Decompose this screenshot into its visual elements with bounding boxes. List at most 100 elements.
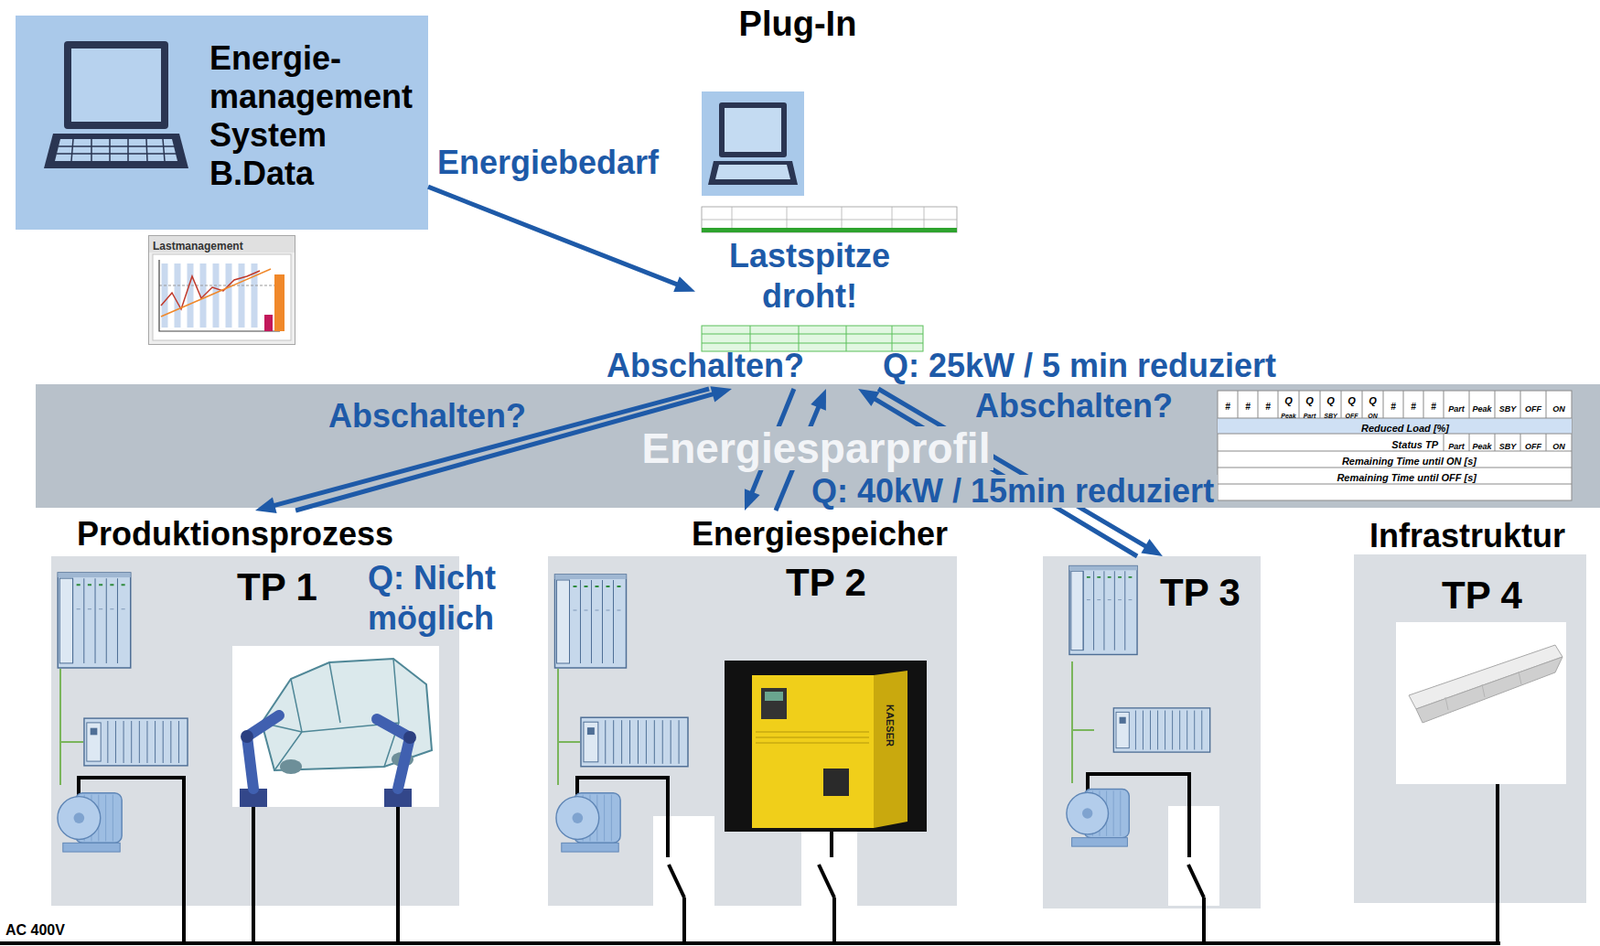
arrow-head: [858, 388, 880, 407]
process-number: TP 4: [1441, 574, 1523, 617]
luminaire-picture: [1395, 622, 1567, 784]
plugin-laptop-icon-part: [701, 91, 805, 196]
table-cell-text: SBY: [1323, 411, 1337, 421]
compressor-picture-part: [761, 687, 787, 720]
robot-cell-picture-part: [232, 645, 440, 807]
table-cell-text: Part: [1448, 440, 1465, 452]
robot-cell-picture-part: [239, 788, 268, 807]
table-cell-text: Peak: [1471, 440, 1492, 452]
technical-process-panel: TP 3: [1042, 556, 1261, 909]
status-table-grid-part: [1217, 418, 1572, 484]
plugin-laptop-icon: [701, 91, 805, 196]
table-cell-text: #: [1390, 400, 1396, 414]
table-cell-text: #: [1224, 400, 1231, 414]
robot-cell-picture-part: [261, 658, 432, 771]
compressor-picture-part: [724, 660, 927, 832]
plugin-laptop-icon-part: [719, 102, 787, 158]
signal-arrow: [744, 388, 795, 511]
robot-cell-picture-part: [279, 759, 302, 774]
load-chart-part: [152, 254, 291, 341]
table-row-text: Remaining Time until ON [s]: [1342, 454, 1477, 469]
chart-box: Lastmanagement: [148, 235, 296, 345]
ems-laptop-icon-part: [64, 41, 169, 129]
load-chart-part: [161, 268, 271, 317]
compressor-picture-part: [751, 675, 874, 828]
arrow-line: [295, 393, 715, 511]
signal-arrow: [295, 386, 732, 511]
band-title: Energiesparprofil: [638, 426, 995, 471]
status-table-grid: [1217, 390, 1572, 501]
schedule-table-part: [701, 206, 957, 228]
plugin-group: Plug-InLastspitze droht!: [695, 0, 961, 389]
plc-module: [580, 717, 688, 767]
ems-laptop-icon: [43, 41, 189, 169]
load-chart-part: [149, 236, 295, 253]
table-cell-text: Q: [1284, 394, 1293, 408]
power-wires-part: [253, 806, 398, 944]
table-cell-text: #: [1410, 400, 1417, 414]
table-cell-text: Part: [1303, 411, 1317, 421]
ems-laptop-icon-part: [54, 139, 178, 162]
ems-laptop-icon-part: [56, 139, 177, 162]
table-cell-text: Q: [1326, 394, 1335, 408]
panel-heading: Produktionsprozess: [76, 515, 394, 553]
power-wires-part: [78, 777, 184, 944]
robot-cell-picture-part: [261, 658, 399, 771]
schedule-table-part: [701, 325, 924, 352]
compressor-picture-part: [755, 731, 870, 743]
power-wires-part: [1087, 773, 1204, 944]
arrow-head: [709, 386, 732, 402]
table-cell-text: #: [1430, 400, 1437, 414]
process-number: TP 2: [785, 561, 867, 604]
robot-cell-picture-part: [376, 719, 410, 789]
power-wires-part: [1495, 783, 1500, 944]
schedule-table: [701, 325, 924, 352]
voltage-label: AC 400V: [5, 921, 65, 940]
load-chart-part: [161, 270, 260, 310]
arrow-head: [673, 276, 696, 292]
table-cell-text: Q: [1368, 394, 1377, 408]
motor-symbol: [556, 793, 621, 852]
edge-label: Q: 25kW / 5 min reduziert: [882, 349, 1277, 383]
ems-laptop-icon-part: [71, 48, 162, 122]
system-name: Energie- management System B.Data: [209, 39, 413, 194]
technical-process-panel: Infrastruktur TP 4: [1353, 514, 1587, 903]
table-row-text: Remaining Time until OFF [s]: [1336, 471, 1477, 485]
power-wires-part: [818, 831, 835, 944]
luminaire-picture-part: [1408, 644, 1563, 709]
plugin-laptop-icon-part: [724, 107, 782, 152]
table-cell-text: Peak: [1471, 403, 1492, 415]
process-number: TP 1: [236, 566, 318, 609]
system-box: Energie- management System B.Data: [15, 15, 429, 230]
power-wires: [0, 773, 1501, 944]
motor-symbol: [1066, 788, 1129, 847]
plc-rack: [1069, 566, 1138, 656]
chart-title: Lastmanagement: [152, 238, 244, 254]
alert-text: Lastspitze droht!: [713, 236, 906, 317]
table-cell-text: #: [1265, 400, 1271, 414]
arrow-line: [751, 388, 795, 494]
robot-cell-picture-part: [403, 730, 417, 744]
table-cell-text: Peak: [1280, 411, 1296, 421]
table-cell-text: ON: [1367, 411, 1378, 421]
robot-cell-picture-part: [246, 715, 280, 789]
compressor-picture-part: [873, 670, 908, 828]
schedule-table-part: [701, 206, 957, 233]
robot-cell-picture-part: [391, 751, 414, 767]
load-chart-part: [264, 314, 273, 332]
power-wires-part: [801, 831, 858, 906]
robot-cell-picture-part: [384, 788, 412, 807]
table-cell-text: Part: [1448, 403, 1465, 415]
schedule-table: [701, 206, 957, 233]
power-wires-part: [577, 777, 685, 944]
schedule-table-part: [701, 325, 924, 352]
arrow-line: [428, 186, 678, 285]
table-cell-text: SBY: [1499, 403, 1517, 415]
schedule-table-part: [701, 227, 957, 233]
status-table-grid-part: [1217, 390, 1572, 501]
panel-heading: Infrastruktur: [1369, 517, 1566, 555]
table-row-text: Reduced Load [%]: [1361, 421, 1450, 436]
load-chart: [149, 236, 295, 341]
plc-rack: [555, 574, 627, 668]
plc-rack: [57, 572, 131, 668]
